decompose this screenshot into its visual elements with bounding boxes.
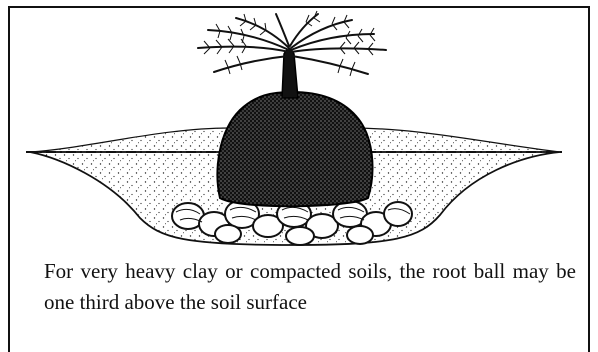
figure-caption: For very heavy clay or compacted soils, …: [44, 256, 576, 318]
root-ball: [217, 92, 372, 206]
